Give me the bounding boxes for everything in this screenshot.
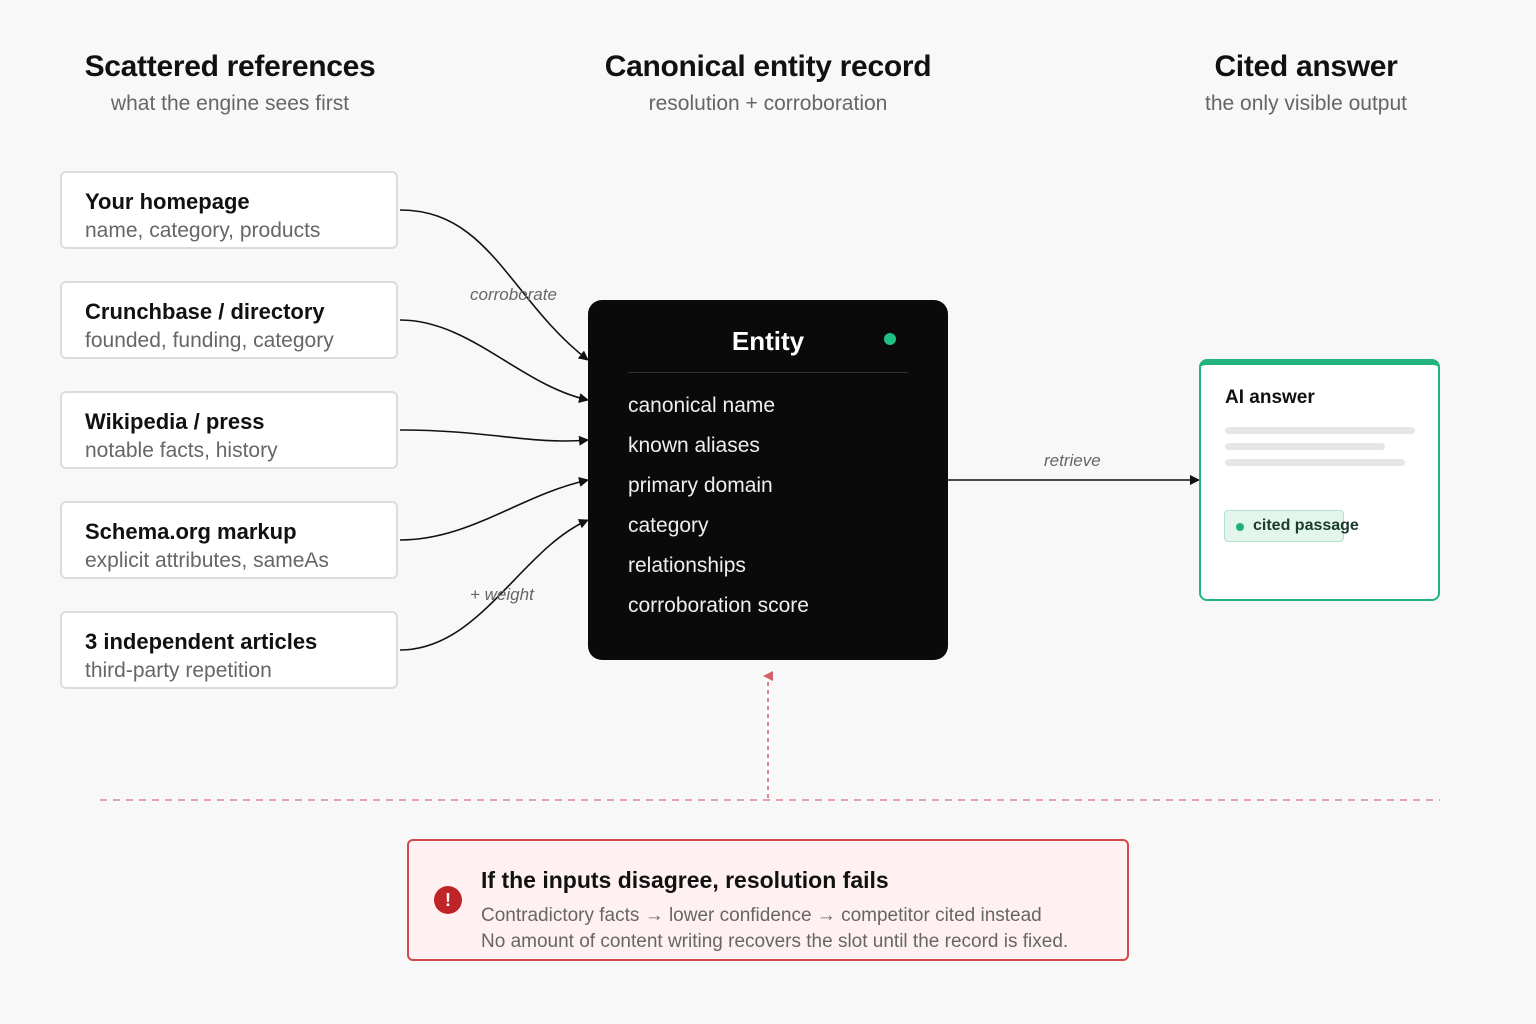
connector-homepage <box>399 209 589 361</box>
failure-callout: ! If the inputs disagree, resolution fai… <box>407 839 1129 961</box>
column-header-entity-record: Canonical entity record resolution + cor… <box>538 50 998 116</box>
entity-field: canonical name <box>628 394 776 417</box>
column-title: Scattered references <box>84 50 376 83</box>
source-title: Your homepage <box>85 189 250 214</box>
entity-field: known aliases <box>628 434 760 457</box>
column-subtitle: the only visible output <box>1205 92 1407 115</box>
ai-answer-card: AI answer cited passage <box>1199 359 1440 601</box>
text-placeholder-line <box>1225 427 1415 434</box>
entity-divider <box>628 372 908 373</box>
column-header-cited-answer: Cited answer the only visible output <box>1076 50 1536 116</box>
source-card-homepage: Your homepage name, category, products <box>60 171 398 249</box>
cited-passage-chip: cited passage <box>1224 510 1359 542</box>
source-detail: founded, funding, category <box>85 329 334 352</box>
source-title: Schema.org markup <box>85 519 297 544</box>
edge-label-corroborate: corroborate <box>470 285 557 304</box>
connector-wikipedia <box>399 429 589 446</box>
entity-field: category <box>628 514 709 537</box>
source-card-schema: Schema.org markup explicit attributes, s… <box>60 501 398 579</box>
source-card-articles: 3 independent articles third-party repet… <box>60 611 398 689</box>
connector-crunchbase <box>399 319 589 403</box>
answer-title: AI answer <box>1225 387 1315 408</box>
edge-label-retrieve: retrieve <box>1044 451 1101 470</box>
column-header-references: Scattered references what the engine see… <box>0 50 460 116</box>
edge-label-weight: + weight <box>470 585 535 604</box>
failure-title: If the inputs disagree, resolution fails <box>481 867 889 893</box>
entity-record-card: Entity canonical name known aliases prim… <box>588 300 948 660</box>
text-placeholder-line <box>1225 443 1385 450</box>
cited-label: cited passage <box>1253 517 1359 534</box>
failure-line-1: Contradictory facts → lower confidence →… <box>481 905 1042 926</box>
source-card-wikipedia: Wikipedia / press notable facts, history <box>60 391 398 469</box>
source-title: Wikipedia / press <box>85 409 265 434</box>
connector-articles <box>399 519 589 651</box>
connector-schema <box>399 477 589 541</box>
source-detail: name, category, products <box>85 219 321 242</box>
entity-field: primary domain <box>628 474 773 497</box>
entity-header: Entity <box>628 326 908 372</box>
entity-field: corroboration score <box>628 594 809 617</box>
entity-field: relationships <box>628 554 746 577</box>
source-detail: third-party repetition <box>85 659 272 682</box>
source-detail: notable facts, history <box>85 439 278 462</box>
text-placeholder-line <box>1225 459 1405 466</box>
entity-field-list: canonical name known aliases primary dom… <box>628 393 908 633</box>
entity-title: Entity <box>731 326 805 356</box>
column-title: Canonical entity record <box>604 50 932 83</box>
status-dot-icon <box>884 333 896 345</box>
exclamation-icon: ! <box>434 886 462 914</box>
source-title: Crunchbase / directory <box>85 299 325 324</box>
source-title: 3 independent articles <box>85 629 318 654</box>
column-subtitle: resolution + corroboration <box>648 92 888 115</box>
source-detail: explicit attributes, sameAs <box>85 549 329 572</box>
source-card-crunchbase: Crunchbase / directory founded, funding,… <box>60 281 398 359</box>
cited-dot-icon <box>1236 523 1244 531</box>
column-title: Cited answer <box>1214 50 1398 83</box>
failure-line-2: No amount of content writing recovers th… <box>481 931 1069 952</box>
column-subtitle: what the engine sees first <box>110 92 350 115</box>
